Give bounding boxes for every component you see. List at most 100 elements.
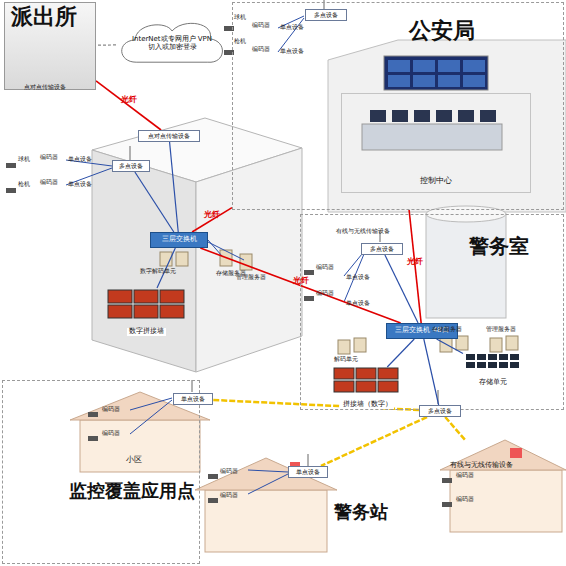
tower (426, 214, 506, 318)
wall-screens (388, 60, 485, 87)
device-label: 编码器 (102, 430, 120, 437)
cable-link (96, 44, 116, 46)
device-label: 单点设备 (68, 181, 92, 188)
house-roof (70, 392, 210, 420)
p2p-transmitter: 点对点传输设备 (138, 130, 200, 142)
node-label: 多点设备 (314, 12, 338, 19)
house-wall (205, 490, 327, 552)
cable-link (424, 339, 439, 405)
node-label: 多点设备 (370, 246, 394, 253)
device-label: 点对点传输设备 (24, 84, 66, 91)
cable-link (387, 339, 414, 367)
device-label: 编码器 (316, 264, 334, 271)
device-label: 单点设备 (68, 156, 92, 163)
device-label: 编码器 (456, 472, 474, 479)
device-label: 编码器 (252, 46, 270, 53)
multipoint-device: 多点设备 (112, 160, 150, 172)
device-label: 编码器 (102, 406, 120, 413)
console-desk (362, 124, 502, 150)
storage-unit: 存储单元 (463, 353, 523, 387)
device-label: 单点设备 (280, 24, 304, 31)
house-wall (80, 420, 200, 472)
device-label: 管理服务器 (236, 274, 266, 281)
l3-switch: 三层交换机 (150, 232, 208, 248)
remote-site-house: 有线与无线传输设备 (444, 440, 564, 530)
cable-link (385, 255, 418, 323)
video-wall: 拼接墙（数字） (331, 367, 403, 409)
site-title: 派出所 (11, 5, 77, 29)
device-label: 管理服务器 (486, 326, 516, 333)
device-label: 编码器 (40, 179, 58, 186)
link-label: 光纤 (293, 274, 309, 285)
bureau-zone: 公安局控制中心多点设备 (232, 2, 564, 210)
site-title: 警务室 (469, 235, 529, 257)
node-label: 数字拼接墙 (127, 328, 166, 336)
device-label: 编码器 (316, 290, 334, 297)
console-monitors (370, 110, 496, 122)
building-front (92, 150, 196, 372)
coverage-zone: 监控覆盖应用点单点设备 (2, 380, 200, 564)
node-label: 多点设备 (428, 408, 452, 415)
vpn-cloud: InterNet或专网用户 VPN切入或加密登录 (116, 18, 228, 70)
police-station: 派出所 (4, 2, 96, 90)
control-center: 控制中心 (341, 93, 531, 193)
node-label: 拼接墙（数字） (341, 401, 394, 409)
device-label: 枪机 (234, 38, 246, 45)
bureau-building (328, 40, 566, 212)
node-label: 控制中心 (420, 177, 452, 186)
node-label: InterNet或专网用户 VPN切入或加密登录 (130, 36, 214, 51)
fiber-link (409, 210, 421, 323)
node-label: 多点设备 (119, 163, 143, 170)
police-room-zone: 警务室三层交换机 48口多点设备拼接墙（数字）存储单元多点设备 (300, 214, 564, 410)
cable-link (157, 248, 175, 288)
fiber-link (96, 81, 161, 130)
link-label: 光纤 (407, 255, 423, 266)
link-label: 光纤 (204, 208, 220, 219)
wireless-link (445, 417, 465, 440)
device-label: 球机 (18, 156, 30, 163)
storage-disks (466, 354, 519, 368)
node-label: 三层交换机 (162, 236, 197, 244)
servers (160, 250, 518, 354)
single-point-device: 单点设备 (173, 393, 213, 405)
device-label: 单点设备 (346, 274, 370, 281)
cable-link (170, 142, 179, 232)
cable-link (437, 339, 463, 354)
cameras (6, 26, 452, 507)
cloud-outline (122, 23, 223, 62)
node-label: 单点设备 (181, 396, 205, 403)
fiber-link (192, 208, 232, 232)
device-label: 枪机 (18, 181, 30, 188)
device-label: 编码器 (220, 468, 238, 475)
node-label: 点对点传输设备 (148, 133, 190, 140)
building-side (196, 148, 302, 372)
device-label: 解码单元 (334, 356, 358, 363)
wireless-link (213, 400, 419, 410)
house-roof (440, 440, 566, 470)
screens (108, 290, 398, 392)
site-title: 警务站 (334, 502, 388, 522)
device-label: 球机 (234, 14, 246, 21)
device-label: 存储服务器 (432, 326, 462, 333)
device-label: 单点设备 (280, 48, 304, 55)
house-wall (450, 470, 562, 532)
device-label: 编码器 (252, 22, 270, 29)
device-label: 编码器 (40, 154, 58, 161)
chimney (510, 448, 522, 458)
fiber-link (200, 248, 400, 323)
device-label: 单点设备 (346, 300, 370, 307)
node-label: 存储单元 (477, 379, 509, 387)
multipoint-device: 多点设备 (419, 405, 461, 417)
node-label: 有线与无线传输设备 (450, 462, 513, 470)
video-wall: 数字拼接墙 (104, 288, 188, 336)
wires (66, 16, 364, 494)
cable-link (135, 172, 174, 232)
video-wall (384, 56, 488, 90)
device-label: 小区 (126, 456, 142, 465)
device-label: 编码器 (220, 492, 238, 499)
single-point-device: 单点设备 (288, 466, 328, 478)
antennas (130, 0, 438, 466)
site-title: 监控覆盖应用点 (69, 481, 195, 501)
multipoint-device: 多点设备 (361, 243, 403, 255)
